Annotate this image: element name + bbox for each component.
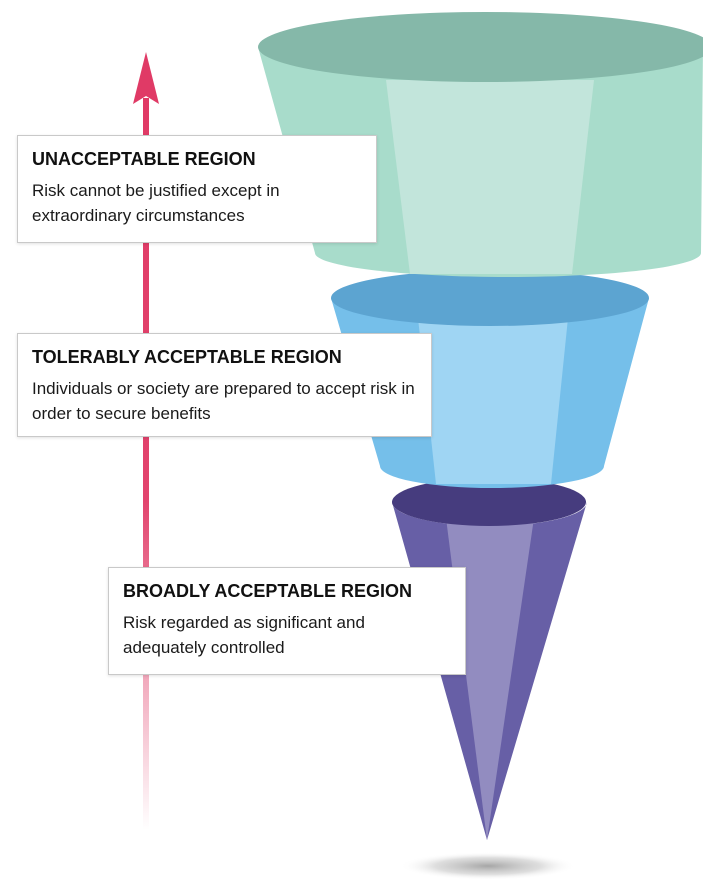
broad-region-description: Risk regarded as significant and adequat… (123, 613, 365, 657)
unacceptable-top (258, 12, 703, 82)
funnel-shadow (400, 852, 576, 880)
tolerable-region-description: Individuals or society are prepared to a… (32, 379, 415, 423)
unacceptable-region-box: UNACCEPTABLE REGION Risk cannot be justi… (17, 135, 377, 243)
tolerable-region-box: TOLERABLY ACCEPTABLE REGION Individuals … (17, 333, 432, 437)
arrow-shaft (143, 98, 149, 830)
arrow-head-icon (133, 52, 159, 104)
tolerable-highlight (418, 318, 568, 484)
risk-arrow (133, 52, 159, 830)
unacceptable-region-title: UNACCEPTABLE REGION (32, 149, 256, 169)
tolerable-top (331, 270, 649, 326)
broad-region-box: BROADLY ACCEPTABLE REGION Risk regarded … (108, 567, 466, 675)
unacceptable-highlight (386, 80, 594, 274)
tolerable-region-title: TOLERABLY ACCEPTABLE REGION (32, 347, 342, 367)
unacceptable-region-description: Risk cannot be justified except in extra… (32, 181, 280, 225)
broad-region-title: BROADLY ACCEPTABLE REGION (123, 581, 413, 601)
broad-highlight (446, 518, 534, 840)
broad-top (392, 478, 586, 526)
